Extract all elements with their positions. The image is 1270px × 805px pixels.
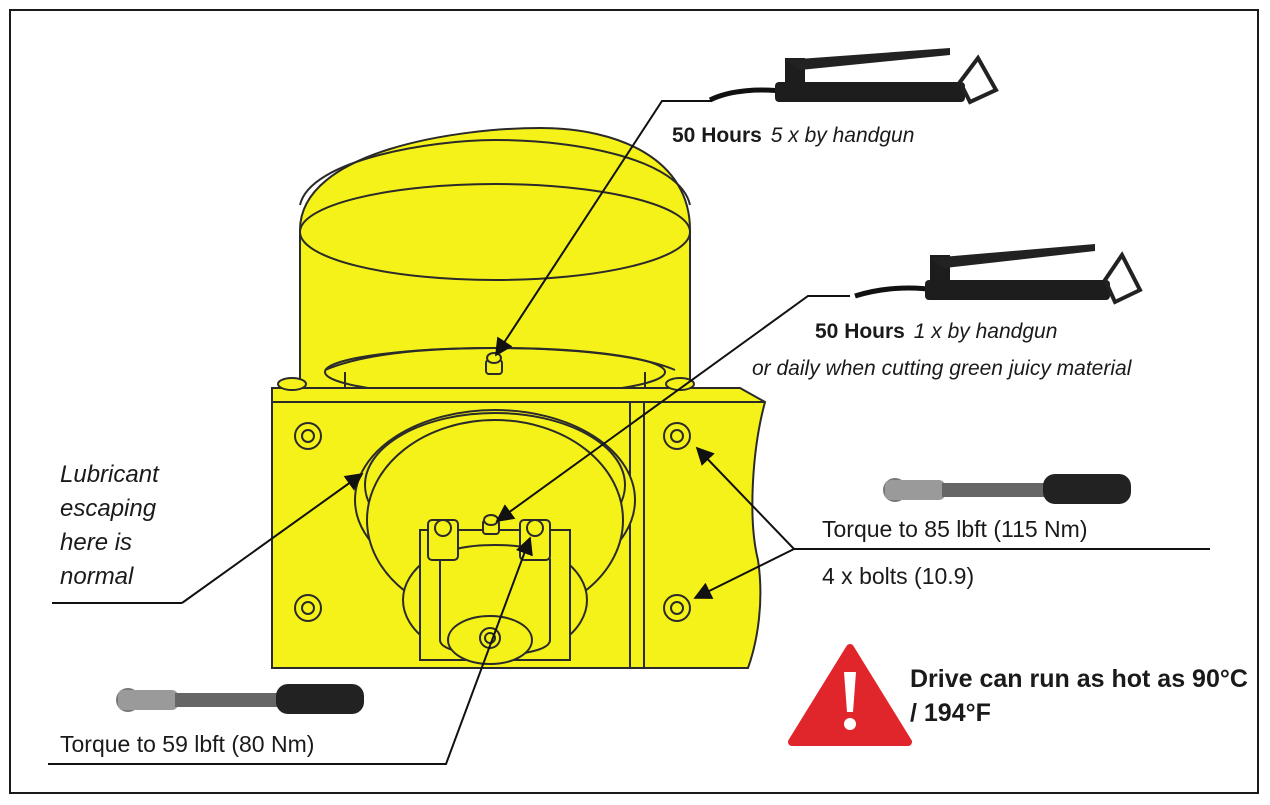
grease-top-method: 5 x by handgun bbox=[770, 124, 915, 147]
leader-top-grease bbox=[495, 100, 712, 357]
leader-lines bbox=[48, 100, 1210, 765]
bearing-hub bbox=[354, 409, 636, 665]
bolt-bottom-left bbox=[294, 594, 322, 622]
lubricant-note: Lubricant escaping here is normal bbox=[60, 461, 159, 590]
grease-gun-icon-top bbox=[708, 48, 999, 105]
grease-gun-icon-mid bbox=[854, 244, 1143, 305]
leader-torque-left bbox=[48, 536, 533, 765]
bolt-bottom-right bbox=[663, 594, 691, 622]
torque-wrench-icon-left bbox=[116, 684, 364, 714]
torque-left-label: Torque to 59 lbft (80 Nm) bbox=[60, 731, 315, 757]
grease-mid-interval: 50 Hours bbox=[815, 320, 905, 343]
torque-wrench-icon-right bbox=[883, 474, 1131, 504]
torque-right-bolts: 4 x bolts (10.9) bbox=[822, 563, 975, 589]
grease-mid-method: 1 x by handgun bbox=[913, 320, 1058, 343]
plate-bolts bbox=[294, 422, 691, 622]
bolt-top-left bbox=[294, 422, 322, 450]
grease-mid-note: or daily when cutting green juicy materi… bbox=[752, 357, 1132, 380]
leader-torque-right-b bbox=[693, 548, 795, 599]
warning-text: Drive can run as hot as 90°C / 194°F bbox=[910, 665, 1248, 727]
bolt-top-right bbox=[663, 422, 691, 450]
leader-mid-grease bbox=[495, 295, 850, 523]
grease-top-label: 50 Hours 5 x by handgun bbox=[672, 124, 914, 148]
warning-triangle-icon bbox=[788, 644, 912, 746]
grease-mid-label: 50 Hours 1 x by handgun bbox=[815, 320, 1057, 344]
grease-top-interval: 50 Hours bbox=[672, 124, 762, 147]
top-grease-nipple bbox=[485, 352, 503, 375]
torque-right-label: Torque to 85 lbft (115 Nm) bbox=[822, 516, 1088, 542]
